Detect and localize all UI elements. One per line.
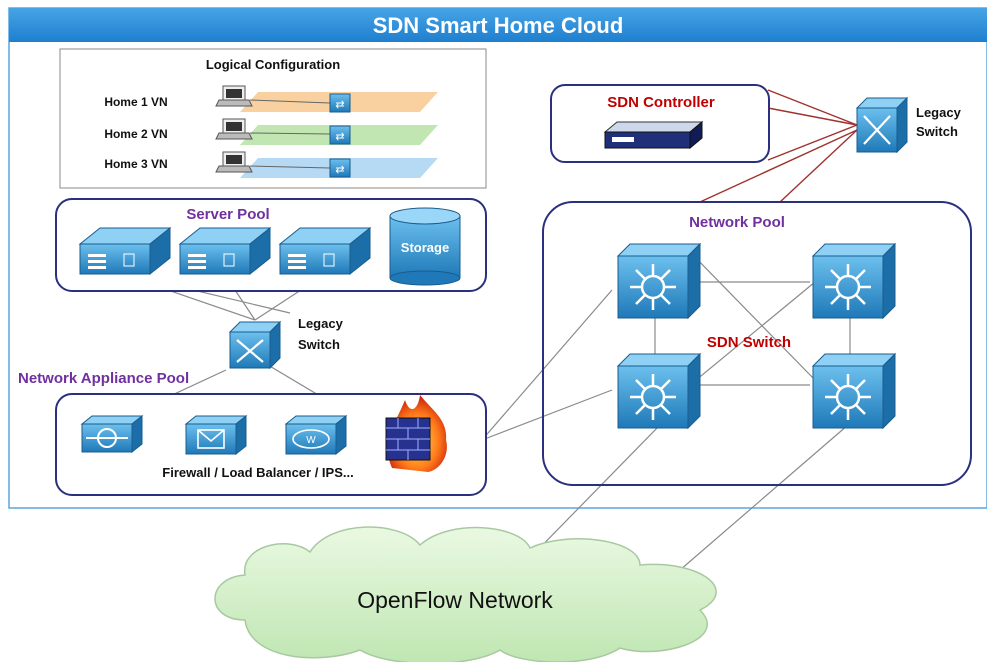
network-pool: Network Pool S (542, 201, 972, 486)
appliance-caption: Firewall / Load Balancer / IPS... (162, 465, 353, 480)
virtual-switch-icon: ⇄ (329, 125, 351, 145)
diagram-title: SDN Smart Home Cloud (373, 13, 624, 38)
legacy-switch-right-line2: Switch (916, 124, 958, 139)
home-3-vn-label: Home 3 VN (104, 157, 167, 171)
mail-gateway-icon (184, 414, 248, 456)
server-icon (178, 226, 272, 276)
sdn-switch-icon (616, 242, 702, 320)
logical-configuration-heading: Logical Configuration (206, 57, 340, 72)
storage-icon (389, 207, 461, 286)
legacy-switch-left: Legacy Switch (228, 316, 344, 370)
laptop-icon (215, 118, 253, 140)
sdn-switch-icon (811, 242, 897, 320)
controller-links (699, 89, 858, 203)
server-icon (278, 226, 372, 276)
server-pool-label: Server Pool (186, 206, 269, 223)
legacy-switch-left-line2: Switch (298, 337, 340, 352)
network-appliance-pool: W Firewall / Load Balancer / IPS... (55, 393, 487, 496)
openflow-network-cloud: OpenFlow Network (214, 526, 717, 662)
firewall-icon (385, 395, 447, 472)
legacy-switch-left-line1: Legacy (298, 316, 344, 331)
storage-label: Storage (401, 240, 449, 255)
server-icon (78, 226, 172, 276)
virtual-switch-icon: ⇄ (329, 158, 351, 178)
network-appliance-pool-label: Network Appliance Pool (18, 370, 189, 387)
ips-icon: W (284, 414, 348, 456)
svg-text:⇄: ⇄ (335, 99, 344, 111)
virtual-switch-icon: ⇄ (329, 93, 351, 113)
legacy-switch-right-line1: Legacy (916, 105, 962, 120)
controller-appliance-icon (603, 120, 704, 150)
switch-icon (228, 320, 282, 370)
svg-text:⇄: ⇄ (335, 164, 344, 176)
svg-text:⇄: ⇄ (335, 131, 344, 143)
laptop-icon (215, 85, 253, 107)
network-pool-label: Network Pool (689, 214, 785, 231)
svg-text:W: W (306, 435, 316, 446)
home-2-vn-label: Home 2 VN (104, 127, 167, 141)
sdn-switch-icon (616, 352, 702, 430)
switch-icon (855, 96, 909, 154)
openflow-network-label: OpenFlow Network (357, 587, 553, 613)
laptop-icon (215, 151, 253, 173)
load-balancer-icon (80, 414, 144, 454)
sdn-switch-icon (811, 352, 897, 430)
home-1-vn-label: Home 1 VN (104, 95, 167, 109)
sdn-switch-label: SDN Switch (707, 334, 791, 351)
sdn-controller-label: SDN Controller (607, 94, 715, 111)
server-pool: Server Pool Storage (55, 198, 487, 292)
logical-configuration-panel: Logical Configuration Home 1 VN Home 2 V… (59, 48, 487, 189)
legacy-switch-right: Legacy Switch (855, 96, 962, 154)
sdn-controller: SDN Controller (550, 84, 770, 163)
